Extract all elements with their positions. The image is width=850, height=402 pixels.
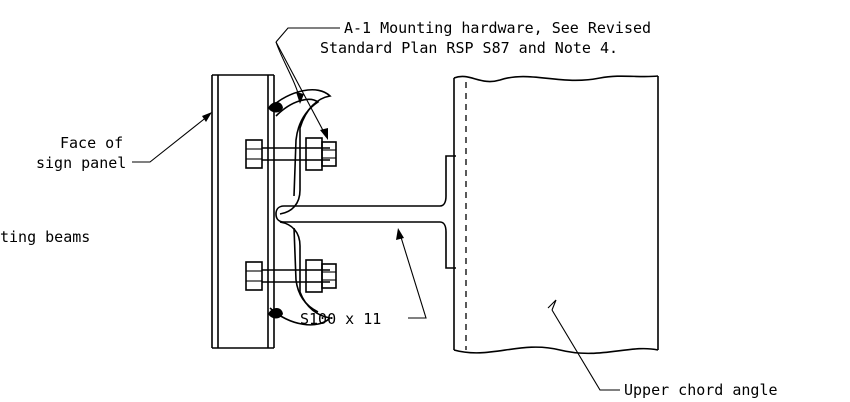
upper-chord-angle-label: Upper chord angle (624, 381, 778, 399)
upper-bolt (245, 137, 337, 171)
lower-bolt (245, 259, 337, 293)
mounting-hardware-label-line2: Standard Plan RSP S87 and Note 4. (320, 39, 618, 57)
upper-chord-angle (453, 75, 659, 355)
mounting-hardware-label-line1: A-1 Mounting hardware, See Revised (344, 19, 651, 37)
face-of-sign-panel-label-line2: sign panel (36, 154, 126, 172)
leader-section (396, 228, 427, 319)
section-label: S100 x 11 (300, 310, 381, 328)
leader-mounting-hardware (275, 27, 340, 140)
face-of-sign-panel-label-line1: Face of (60, 134, 123, 152)
leader-face-of-panel (132, 112, 212, 163)
leader-upper-chord (547, 299, 620, 391)
beams-label: ting beams (0, 228, 90, 246)
s100-beam (275, 155, 456, 269)
sign-panel (211, 74, 275, 349)
lower-clamp-clip (268, 221, 332, 326)
upper-clamp-clip (268, 88, 332, 215)
